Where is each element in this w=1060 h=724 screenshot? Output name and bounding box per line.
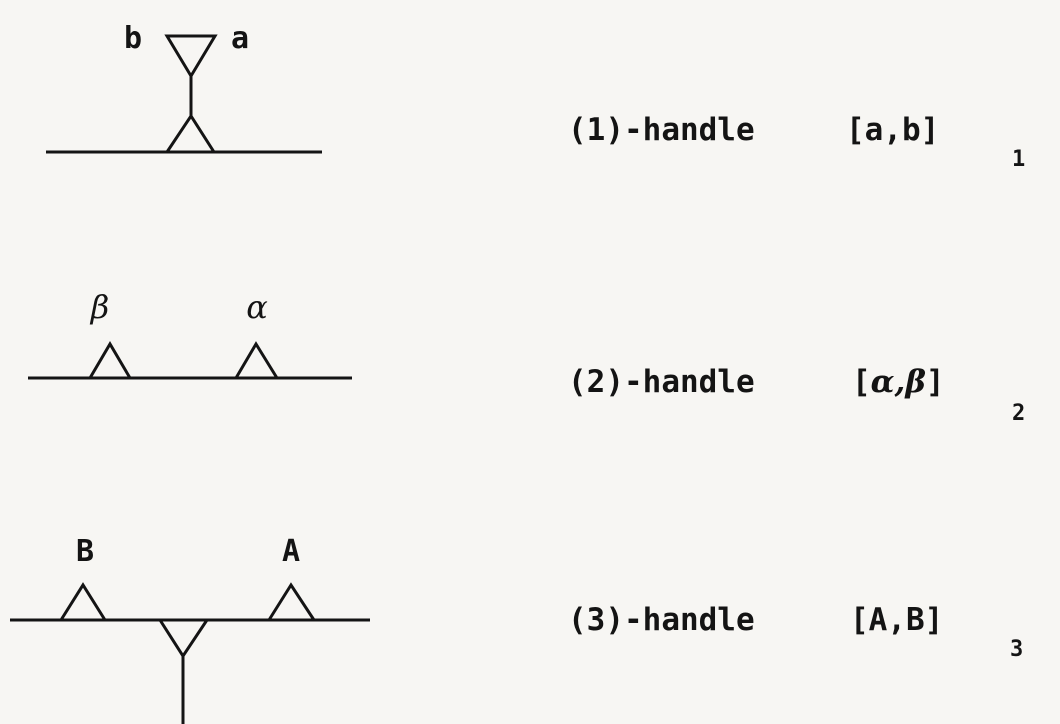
handle-3-right-triangle [267,582,316,621]
handle-2-title: (2)-handle [568,364,755,400]
handle-2-left-triangle [88,341,132,379]
handle-1-bracket-content: a,b [865,112,921,148]
handle-3-subscript: 3 [1010,637,1023,662]
handle-2-label-alpha: α [246,288,268,326]
handle-3-bracket: [A,B] [850,602,943,638]
handle-3-bracket-content: A,B [869,602,925,638]
handle-1-title: (1)-handle [568,112,755,148]
handle-3-label-B: B [76,534,94,569]
handle-1-label-a: a [231,21,249,56]
handle-2-bracket-close: ] [926,364,945,400]
handle-2-figure: β α [28,288,352,380]
handle-1-subscript: 1 [1012,147,1025,172]
handle-2-bracket: [α,β] [852,364,945,400]
handle-3-figure: B A [10,534,370,724]
handle-1-bracket-close: ] [921,112,940,148]
handle-2-label-beta: β [90,288,110,326]
handle-1-bracket: [a,b] [846,112,939,148]
handle-1-bracket-open: [ [846,112,865,148]
handle-3-label-A: A [282,534,300,569]
handle-2-bracket-open: [ [852,364,871,400]
handle-2-bracket-content: α,β [871,364,927,400]
handle-1-label-b: b [124,21,142,56]
handle-3-bracket-open: [ [850,602,869,638]
handle-3-left-triangle [59,582,107,621]
handle-3-bracket-close: ] [925,602,944,638]
handle-3-title: (3)-handle [568,602,755,638]
handle-3-lower-triangle [158,619,209,659]
handle-2-right-triangle [234,341,279,379]
handle-1-lower-triangle [165,113,216,153]
handle-2-subscript: 2 [1012,401,1025,426]
handle-1-figure: b a [46,21,322,154]
handle-1-upper-triangle [164,34,218,79]
